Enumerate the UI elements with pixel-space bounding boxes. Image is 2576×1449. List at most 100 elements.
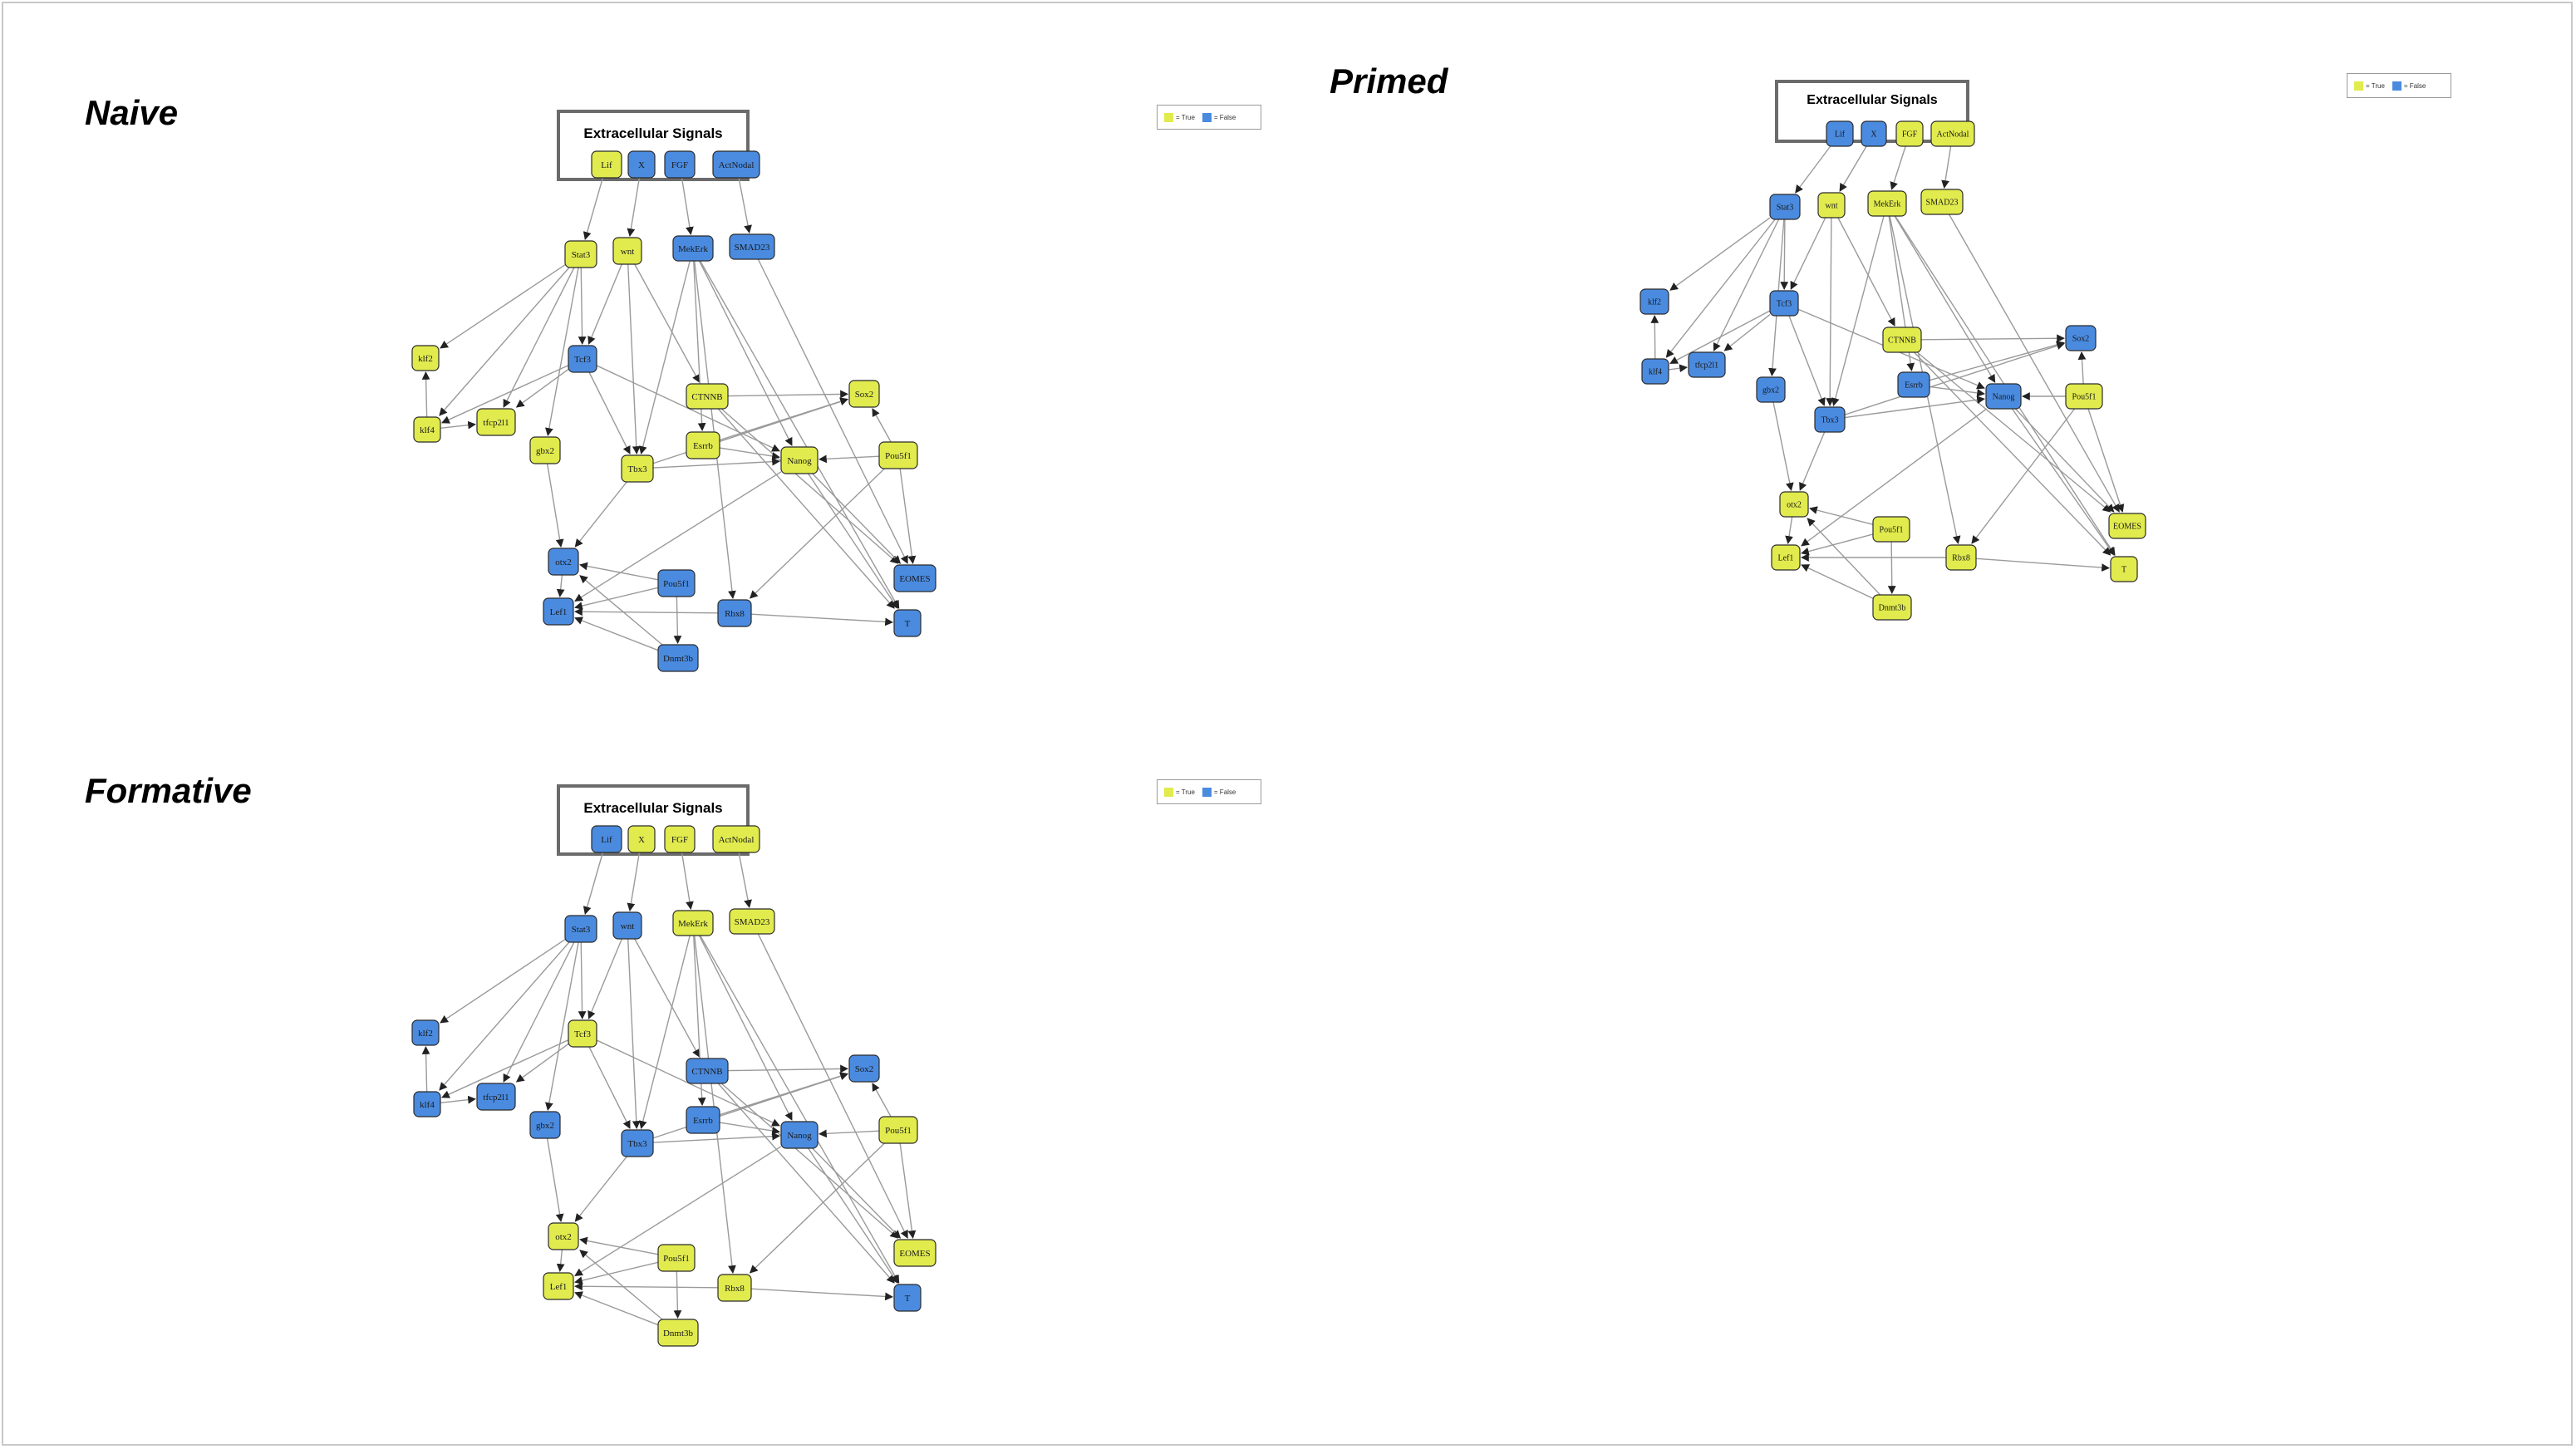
- node-pou5f1a: Pou5f1: [2065, 383, 2103, 410]
- node-label: Dnmt3b: [663, 1329, 694, 1338]
- node-box: [1814, 406, 1846, 433]
- edge-mek-erk-to-tbx3: [638, 260, 691, 454]
- edge-nanog-to-lef1: [574, 1146, 782, 1277]
- node-esrrb: Esrrb: [1897, 371, 1930, 398]
- legend-true-swatch: [1164, 787, 1173, 797]
- edge-rbx8-to-t: [1975, 557, 2110, 572]
- edge-mek-erk-to-nanog: [698, 260, 793, 446]
- node-box: [529, 436, 561, 464]
- node-label: otx2: [555, 1232, 572, 1242]
- legend-false-swatch: [2392, 81, 2401, 91]
- node-label: Dnmt3b: [663, 654, 694, 664]
- node-lef1: Lef1: [543, 1272, 574, 1300]
- node-box: [672, 235, 714, 262]
- edge-mek-erk-to-nanog: [1894, 215, 1996, 383]
- edge-lif-to-stat3: [583, 852, 604, 915]
- edge-mek-erk-to-rbx8: [694, 935, 736, 1274]
- node-label: Lif: [601, 160, 612, 170]
- edge-pou5f1b-to-lef1: [574, 587, 659, 610]
- node-label: Nanog: [787, 456, 812, 466]
- node-klf4: klf4: [1641, 358, 1669, 385]
- node-tfcp2l1: tfcp2l1: [1688, 351, 1726, 378]
- node-box: [2108, 513, 2146, 539]
- node-label: Tbx3: [627, 464, 647, 474]
- edge-act-nodal-to-smad23: [1941, 145, 1952, 189]
- edge-pou5f1b-to-otx2: [579, 1236, 659, 1255]
- legend-false-label: = False: [1213, 113, 1236, 121]
- node-label: Tbx3: [627, 1139, 647, 1149]
- node-gbx2: gbx2: [1756, 376, 1786, 403]
- edge-nanog-to-t: [808, 473, 898, 609]
- node-box: [686, 383, 729, 410]
- edge-smad23-to-eomes: [1948, 214, 2120, 513]
- node-wnt: wnt: [612, 237, 642, 265]
- node-nanog: Nanog: [780, 1121, 819, 1149]
- node-box: [411, 345, 440, 371]
- node-box: [729, 908, 775, 935]
- edge-tcf3-to-nanog: [596, 1039, 780, 1127]
- node-box: [1771, 544, 1801, 571]
- node-sox2: Sox2: [848, 1054, 880, 1083]
- node-rbx8: Rbx8: [717, 1274, 752, 1302]
- node-box: [1897, 371, 1930, 398]
- legend-formative: = True = False: [1157, 779, 1261, 804]
- edge-pou5f1a-to-eomes: [899, 468, 917, 564]
- node-t: T: [2110, 556, 2138, 582]
- node-dnmt3b: Dnmt3b: [1872, 594, 1912, 621]
- edge-pou5f1b-to-lef1: [574, 1261, 659, 1284]
- node-box: [729, 233, 775, 260]
- node-label: klf4: [420, 1100, 435, 1110]
- node-box: [627, 150, 656, 179]
- edge-tcf3-to-tbx3: [1788, 315, 1826, 406]
- node-box: [657, 644, 699, 672]
- edge-wnt-to-ctnnb: [634, 263, 701, 383]
- node-label: wnt: [1826, 202, 1838, 211]
- node-box: [413, 1091, 441, 1117]
- node-label: tfcp2l1: [483, 1093, 509, 1103]
- node-box: [686, 1058, 729, 1084]
- node-label: Dnmt3b: [1879, 604, 1906, 613]
- node-box: [1872, 516, 1910, 543]
- edge-mek-erk-to-rbx8: [694, 260, 736, 599]
- node-sox2: Sox2: [2065, 325, 2097, 351]
- node-label: Lef1: [550, 607, 568, 617]
- edge-pou5f1a-to-sox2: [2077, 351, 2087, 385]
- edge-pou5f1b-to-lef1: [1801, 533, 1874, 556]
- edge-wnt-to-tbx3: [1826, 217, 1835, 406]
- node-box: [411, 1019, 440, 1046]
- edge-wnt-to-tbx3: [627, 263, 641, 454]
- edge-nanog-to-eomes: [2014, 408, 2115, 513]
- node-box: [621, 454, 654, 483]
- edge-tcf3-to-klf4: [441, 365, 569, 424]
- node-box: [1895, 120, 1924, 147]
- edge-stat3-to-gbx2: [545, 267, 579, 436]
- node-t: T: [893, 609, 922, 637]
- node-label: Tcf3: [1777, 300, 1792, 309]
- node-box: [878, 441, 918, 469]
- edge-wnt-to-tbx3: [627, 938, 641, 1129]
- node-label: FGF: [1902, 130, 1918, 140]
- edge-esrrb-to-sox2: [1929, 341, 2065, 381]
- edge-klf4-to-klf2: [1650, 315, 1659, 360]
- edge-pou5f1a-to-rbx8: [749, 468, 885, 599]
- legend-true-swatch: [1164, 112, 1173, 122]
- edge-pou5f1a-to-rbx8: [1971, 408, 2076, 544]
- node-box: [543, 1272, 574, 1300]
- node-label: klf4: [420, 425, 435, 435]
- node-label: klf2: [1648, 298, 1661, 307]
- edge-klf4-to-tfcp2l1: [440, 420, 476, 430]
- node-dnmt3b: Dnmt3b: [657, 1319, 699, 1347]
- node-lif: Lif: [1826, 120, 1854, 147]
- edge-pou5f1b-to-otx2: [1809, 506, 1874, 526]
- node-box: [1930, 120, 1975, 147]
- node-tbx3: Tbx3: [621, 454, 654, 483]
- extracellular-signals-box: [557, 784, 750, 856]
- node-box: [893, 1239, 937, 1267]
- node-box: [564, 240, 597, 268]
- node-otx2: otx2: [548, 1222, 579, 1250]
- edge-tbx3-to-sox2: [1844, 341, 2065, 415]
- edge-dnmt3b-to-lef1: [1801, 564, 1874, 599]
- node-box: [1817, 192, 1846, 219]
